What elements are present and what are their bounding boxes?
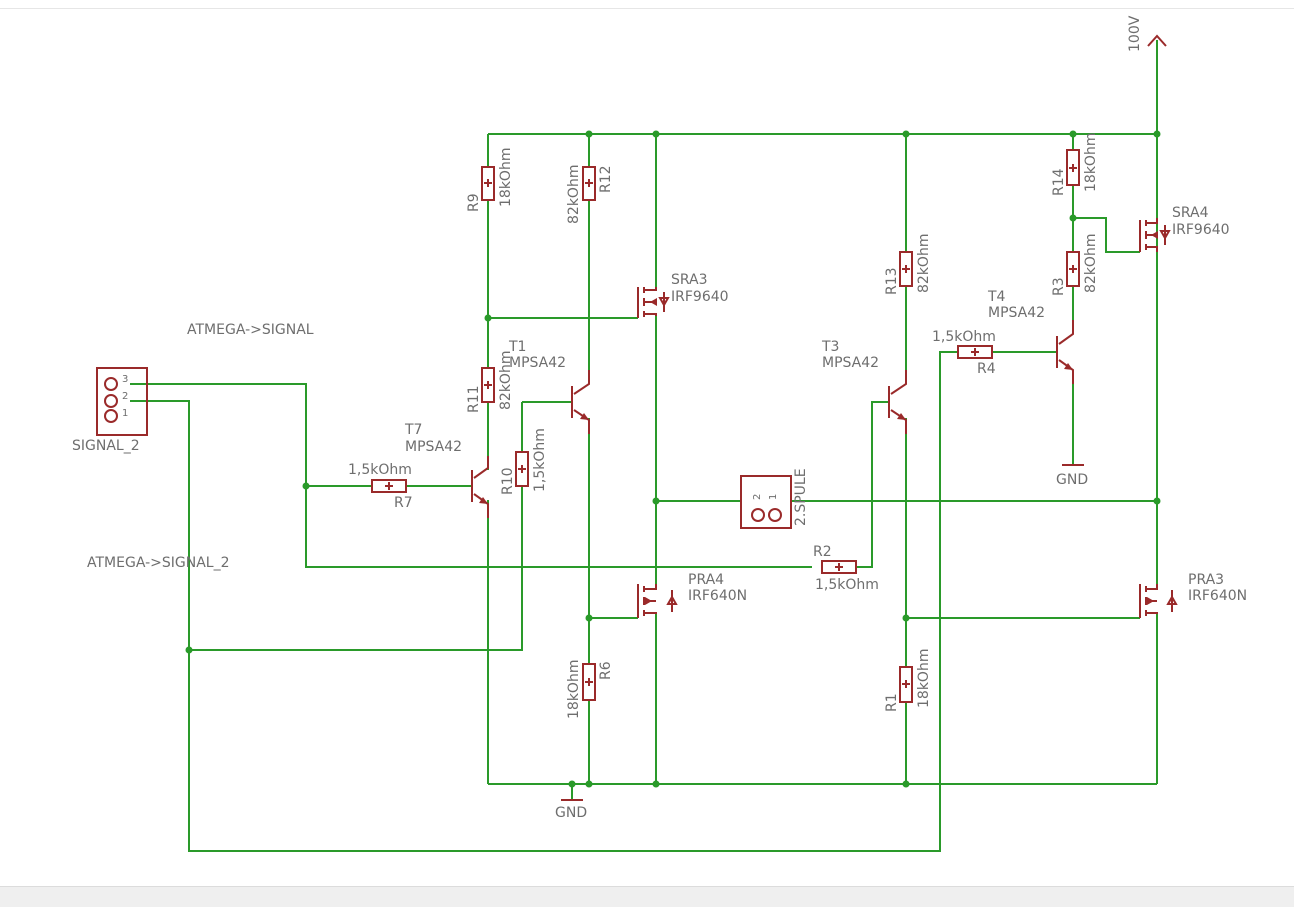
pra3-type: IRF640N — [1188, 588, 1247, 604]
spule-pin-2: 2 — [752, 494, 763, 500]
r9-value: 18kOhm — [498, 148, 514, 207]
r14-name: R14 — [1051, 168, 1067, 196]
r9-name: R9 — [466, 193, 482, 212]
r12-name: R12 — [598, 165, 614, 193]
mosfet-sra4[interactable]: SRA4 IRF9640 — [1139, 205, 1230, 252]
pra3-name: PRA3 — [1188, 572, 1224, 588]
r2-value: 1,5kOhm — [815, 577, 879, 593]
t7-type: MPSA42 — [405, 439, 462, 455]
resistor-r1[interactable]: R1 18kOhm — [884, 649, 932, 712]
r12-value: 82kOhm — [566, 165, 582, 224]
resistor-r10[interactable]: R10 1,5kOhm — [500, 428, 548, 495]
r10-name: R10 — [500, 467, 516, 495]
t1-type: MPSA42 — [509, 355, 566, 371]
gnd-right-label: GND — [1056, 472, 1088, 488]
r6-name: R6 — [598, 661, 614, 680]
r3-value: 82kOhm — [1083, 234, 1099, 293]
resistor-r3[interactable]: R3 82kOhm — [1051, 234, 1099, 296]
mosfet-sra3[interactable]: SRA3 IRF9640 — [637, 272, 729, 318]
pra4-type: IRF640N — [688, 588, 747, 604]
resistor-r6[interactable]: 18kOhm R6 — [566, 660, 614, 719]
signal-2-pin-3: 3 — [122, 374, 128, 385]
resistor-r7[interactable]: 1,5kOhm R7 — [348, 462, 413, 511]
r11-value: 82kOhm — [498, 351, 514, 410]
top-divider — [0, 8, 1294, 9]
sra3-name: SRA3 — [671, 272, 708, 288]
r7-name: R7 — [394, 495, 413, 511]
r11-name: R11 — [466, 385, 482, 413]
r3-name: R3 — [1051, 277, 1067, 296]
pra4-name: PRA4 — [688, 572, 724, 588]
resistor-r12[interactable]: 82kOhm R12 — [566, 165, 614, 224]
net-label-signal[interactable]: ATMEGA->SIGNAL — [187, 322, 314, 338]
spule-name: 2.SPULE — [793, 468, 809, 526]
r13-name: R13 — [884, 267, 900, 295]
r10-value: 1,5kOhm — [532, 428, 548, 492]
gnd-left-label: GND — [555, 805, 587, 821]
transistor-t1[interactable]: T1 MPSA42 — [508, 339, 590, 434]
supply-label: 100V — [1127, 15, 1143, 52]
sra4-name: SRA4 — [1172, 205, 1209, 221]
junctions — [185, 130, 1161, 788]
resistor-r13[interactable]: R13 82kOhm — [884, 234, 932, 295]
net-label-signal-2[interactable]: ATMEGA->SIGNAL_2 — [87, 555, 230, 571]
r13-value: 82kOhm — [916, 234, 932, 293]
t4-name: T4 — [987, 289, 1006, 305]
r7-value: 1,5kOhm — [348, 462, 412, 478]
t4-type: MPSA42 — [988, 305, 1045, 321]
resistor-r4[interactable]: 1,5kOhm R4 — [932, 329, 996, 377]
signal-2-name: SIGNAL_2 — [72, 438, 140, 454]
r14-value: 18kOhm — [1083, 133, 1099, 192]
resistor-r11[interactable]: R11 82kOhm — [466, 351, 514, 413]
resistor-r2[interactable]: R2 1,5kOhm — [813, 544, 879, 593]
resistor-r14[interactable]: R14 18kOhm — [1051, 133, 1099, 196]
r6-value: 18kOhm — [566, 660, 582, 719]
r4-name: R4 — [977, 361, 996, 377]
mosfet-pra3[interactable]: PRA3 IRF640N — [1139, 572, 1247, 618]
signal-2-pin-2: 2 — [122, 391, 128, 402]
gnd-symbol-left[interactable]: GND — [555, 799, 587, 821]
sra4-type: IRF9640 — [1172, 222, 1230, 238]
horizontal-scrollbar[interactable] — [0, 886, 1294, 907]
gnd-symbol-right[interactable]: GND — [1056, 464, 1088, 488]
signal-2-pin-1: 1 — [122, 408, 128, 419]
t1-name: T1 — [508, 339, 526, 355]
sra3-type: IRF9640 — [671, 289, 729, 305]
t7-name: T7 — [404, 422, 422, 438]
r2-name: R2 — [813, 544, 832, 560]
mosfet-pra4[interactable]: PRA4 IRF640N — [637, 572, 747, 618]
resistor-r9[interactable]: R9 18kOhm — [466, 148, 514, 212]
wires — [130, 40, 1158, 852]
t3-name: T3 — [821, 339, 839, 355]
connector-signal-2[interactable]: 3 2 1 SIGNAL_2 — [72, 367, 148, 454]
t3-type: MPSA42 — [822, 355, 879, 371]
spule-pin-1: 1 — [768, 494, 779, 500]
supply-100v-symbol[interactable]: 100V — [1127, 15, 1167, 52]
transistor-t4[interactable]: T4 MPSA42 — [987, 289, 1074, 384]
transistor-t7[interactable]: T7 MPSA42 — [404, 422, 489, 518]
r1-name: R1 — [884, 693, 900, 712]
connector-spule[interactable]: 2 1 2.SPULE — [740, 468, 809, 529]
r1-value: 18kOhm — [916, 649, 932, 708]
r4-value: 1,5kOhm — [932, 329, 996, 345]
transistor-t3[interactable]: T3 MPSA42 — [821, 339, 907, 434]
